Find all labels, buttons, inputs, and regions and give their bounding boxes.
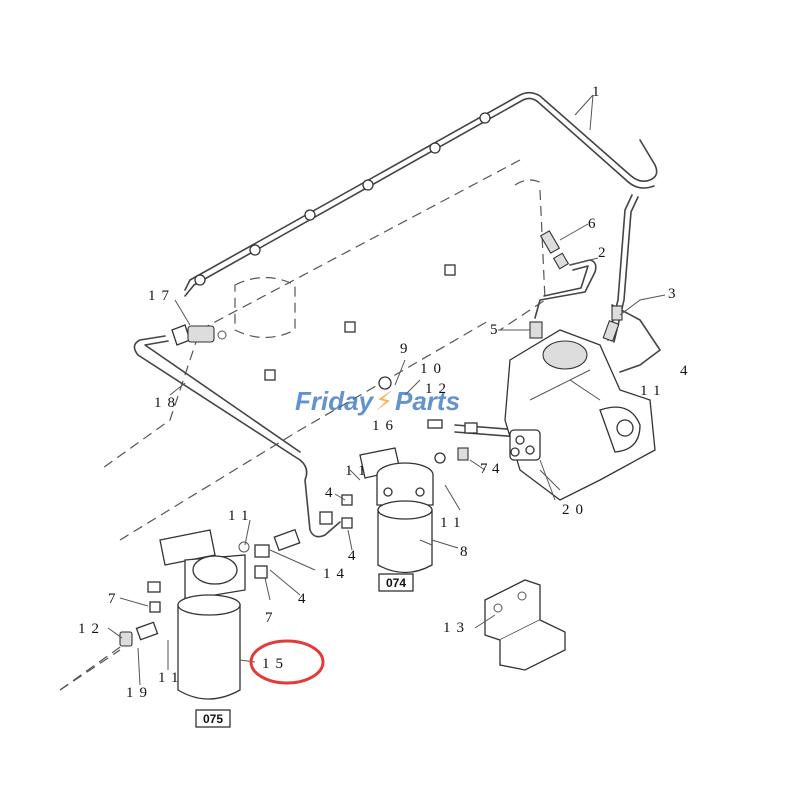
callout-labels: 1 2 3 4 4 4 4 4 5 6 7 7 7 8 9 10 11 11 1…: [78, 84, 694, 701]
injection-pump: [504, 329, 656, 501]
callout-11-filter: 11: [228, 508, 254, 524]
reference-074: 074: [386, 576, 406, 590]
callout-6: 6: [588, 216, 602, 232]
callout-15: 15: [262, 656, 289, 672]
return-pipe: [133, 335, 341, 538]
injector-nuts: [194, 112, 491, 286]
callout-11-right: 11: [440, 515, 466, 531]
reference-box-074: 074: [378, 573, 414, 592]
leader-lines: [107, 94, 666, 686]
callout-10: 10: [420, 361, 447, 377]
highlight-ring: [249, 639, 325, 685]
reference-box-075: 075: [195, 709, 231, 728]
callout-2: 2: [598, 245, 612, 261]
callout-9: 9: [400, 341, 414, 357]
callout-11-bottom: 11: [158, 670, 184, 686]
callout-11-pump: 11: [640, 383, 666, 399]
callout-7-left: 7: [108, 591, 122, 607]
fuel-filter-074: [341, 447, 434, 574]
bracket: [484, 579, 566, 671]
callout-7-mid: 7: [265, 610, 279, 626]
callout-8: 8: [460, 544, 474, 560]
pump-fittings: [529, 230, 623, 342]
callout-4-right: 4: [492, 461, 506, 477]
callout-12-left: 12: [78, 621, 105, 637]
callout-3: 3: [668, 286, 682, 302]
callout-19: 19: [126, 685, 153, 701]
watermark-bolt-icon: ⚡: [375, 386, 393, 416]
engine-outline: [59, 159, 546, 691]
callout-4-lower: 4: [348, 548, 362, 564]
callout-18: 18: [154, 395, 181, 411]
callout-17: 17: [148, 288, 175, 304]
sensor-fitting: [171, 324, 227, 346]
watermark-text-1: Friday: [295, 386, 375, 416]
reference-075: 075: [203, 712, 223, 726]
callout-13: 13: [443, 620, 470, 636]
callout-20: 20: [562, 502, 589, 518]
callout-12-center: 12: [425, 381, 452, 397]
watermark: Friday ⚡ Parts: [295, 386, 460, 416]
fuel-filter-075: [59, 511, 333, 700]
callout-14: 14: [323, 566, 350, 582]
callout-4-pump: 4: [680, 363, 694, 379]
callout-4-left: 4: [298, 591, 312, 607]
small-fittings: [264, 264, 478, 464]
callout-7-right: 7: [480, 461, 494, 477]
fuel-pipe-main: [184, 91, 658, 343]
callout-11-top: 11: [345, 463, 371, 479]
callout-16: 16: [372, 418, 399, 434]
callout-4-filter: 4: [325, 485, 339, 501]
callout-5: 5: [490, 322, 504, 338]
callout-1: 1: [592, 84, 606, 100]
watermark-text-2: Parts: [395, 386, 460, 416]
